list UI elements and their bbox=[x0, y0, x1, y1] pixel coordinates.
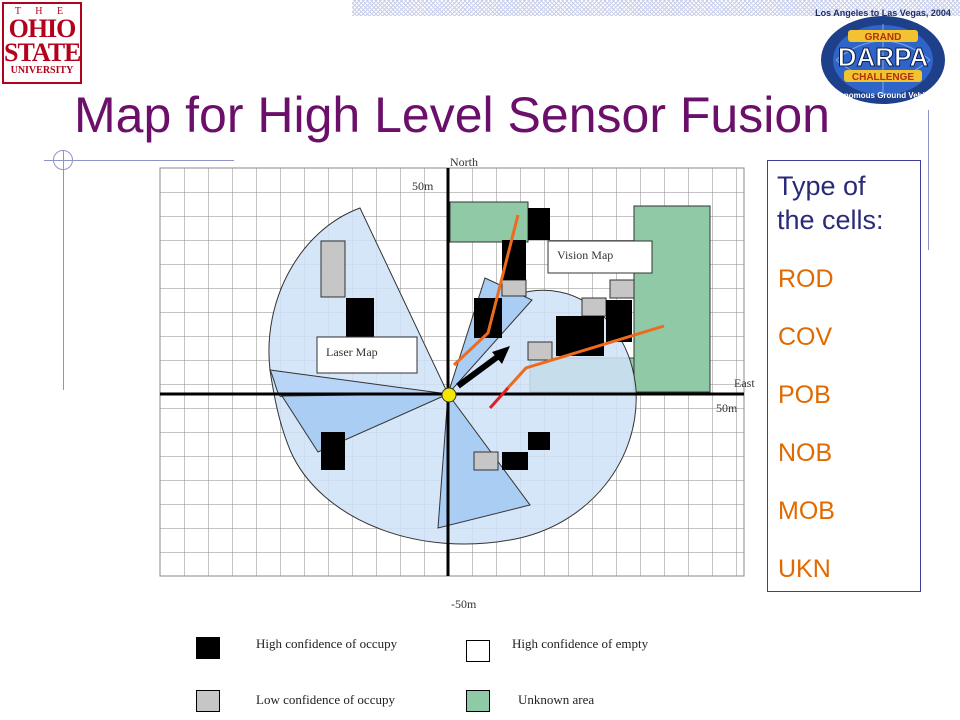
low-occupy-cell bbox=[320, 240, 346, 298]
cell-types-panel: Type of the cells: ROD COV POB NOB MOB U… bbox=[767, 160, 921, 592]
cell-types-title: Type of the cells: bbox=[777, 169, 884, 237]
high-occupy-cell bbox=[556, 316, 604, 356]
logo-university: UNIVERSITY bbox=[10, 65, 74, 76]
path-vision-north bbox=[452, 214, 520, 367]
legend-unknown: Unknown area bbox=[518, 692, 595, 707]
high-occupy-cell bbox=[606, 300, 632, 342]
east-label: East bbox=[734, 376, 755, 390]
high-occupy-cell bbox=[321, 432, 345, 470]
y-bottom-label: -50m bbox=[451, 597, 477, 611]
vision-map-label: Vision Map bbox=[557, 248, 613, 262]
y-top-label: 50m bbox=[412, 179, 434, 193]
low-occupy-cell bbox=[501, 279, 527, 297]
logo-arc-text: Los Angeles to Las Vegas, 2004 bbox=[815, 8, 951, 18]
cell-type-ukn: UKN bbox=[778, 555, 831, 583]
cell-type-pob: POB bbox=[778, 381, 831, 409]
vehicle-marker bbox=[441, 387, 457, 403]
legend-high-empty: High confidence of empty bbox=[512, 636, 649, 651]
logo-challenge: CHALLENGE bbox=[852, 72, 915, 83]
legend-low-occupy: Low confidence of occupy bbox=[256, 692, 395, 707]
low-occupy-cell bbox=[473, 451, 499, 471]
decorative-rule-right bbox=[928, 110, 929, 250]
low-occupy-cell bbox=[527, 341, 553, 361]
legend-high-occupy: High confidence of occupy bbox=[256, 636, 398, 651]
logo-grand: GRAND bbox=[865, 32, 902, 43]
low-occupy-cell bbox=[609, 279, 635, 299]
laser-map-label: Laser Map bbox=[326, 345, 378, 359]
decorative-rule-vertical bbox=[63, 150, 64, 390]
high-occupy-cell bbox=[502, 452, 528, 470]
unknown-area-east bbox=[633, 205, 711, 393]
logo-darpa: DARPA bbox=[838, 42, 929, 72]
heading-arrow bbox=[456, 352, 502, 389]
header-pattern bbox=[352, 0, 960, 16]
vision-map-label-box bbox=[547, 240, 653, 274]
ohio-state-logo: T H E OHIO STATE UNIVERSITY bbox=[2, 2, 82, 84]
cell-types-title-line2: the cells: bbox=[777, 205, 884, 235]
x-right-label: 50m bbox=[716, 401, 738, 415]
cell-types-title-line1: Type of bbox=[777, 171, 866, 201]
logo-bottom-text: Autonomous Ground Vehicles bbox=[826, 91, 941, 100]
north-label: North bbox=[450, 155, 478, 169]
high-occupy-cell bbox=[346, 298, 374, 338]
path-vision-east bbox=[504, 324, 665, 392]
cell-type-rod: ROD bbox=[778, 265, 834, 293]
path-red-segment bbox=[488, 386, 510, 410]
legend-swatch-low-occupy bbox=[196, 690, 220, 712]
logo-state: STATE bbox=[4, 38, 81, 67]
heading-arrow-head bbox=[492, 346, 510, 364]
laser-map-region bbox=[268, 207, 637, 545]
cell-type-cov: COV bbox=[778, 323, 833, 351]
cell-type-mob: MOB bbox=[778, 497, 835, 525]
decorative-circle bbox=[53, 150, 73, 170]
high-occupy-cell bbox=[528, 432, 550, 450]
darpa-grand-challenge-logo: Los Angeles to Las Vegas, 2004 GRAND DAR… bbox=[815, 8, 951, 104]
legend-swatch-high-occupy bbox=[196, 637, 220, 659]
logo-the: T H E bbox=[14, 6, 70, 17]
low-occupy-cell bbox=[581, 297, 607, 317]
high-occupy-cell bbox=[528, 208, 550, 240]
legend-swatch-unknown bbox=[466, 690, 490, 712]
slide-title: Map for High Level Sensor Fusion bbox=[74, 87, 830, 143]
decorative-rule-horizontal bbox=[44, 160, 234, 161]
legend-swatch-high-empty bbox=[466, 640, 490, 662]
laser-map-label-box bbox=[316, 336, 418, 374]
cell-type-nob: NOB bbox=[778, 439, 833, 467]
logo-ohio: OHIO bbox=[8, 14, 77, 43]
